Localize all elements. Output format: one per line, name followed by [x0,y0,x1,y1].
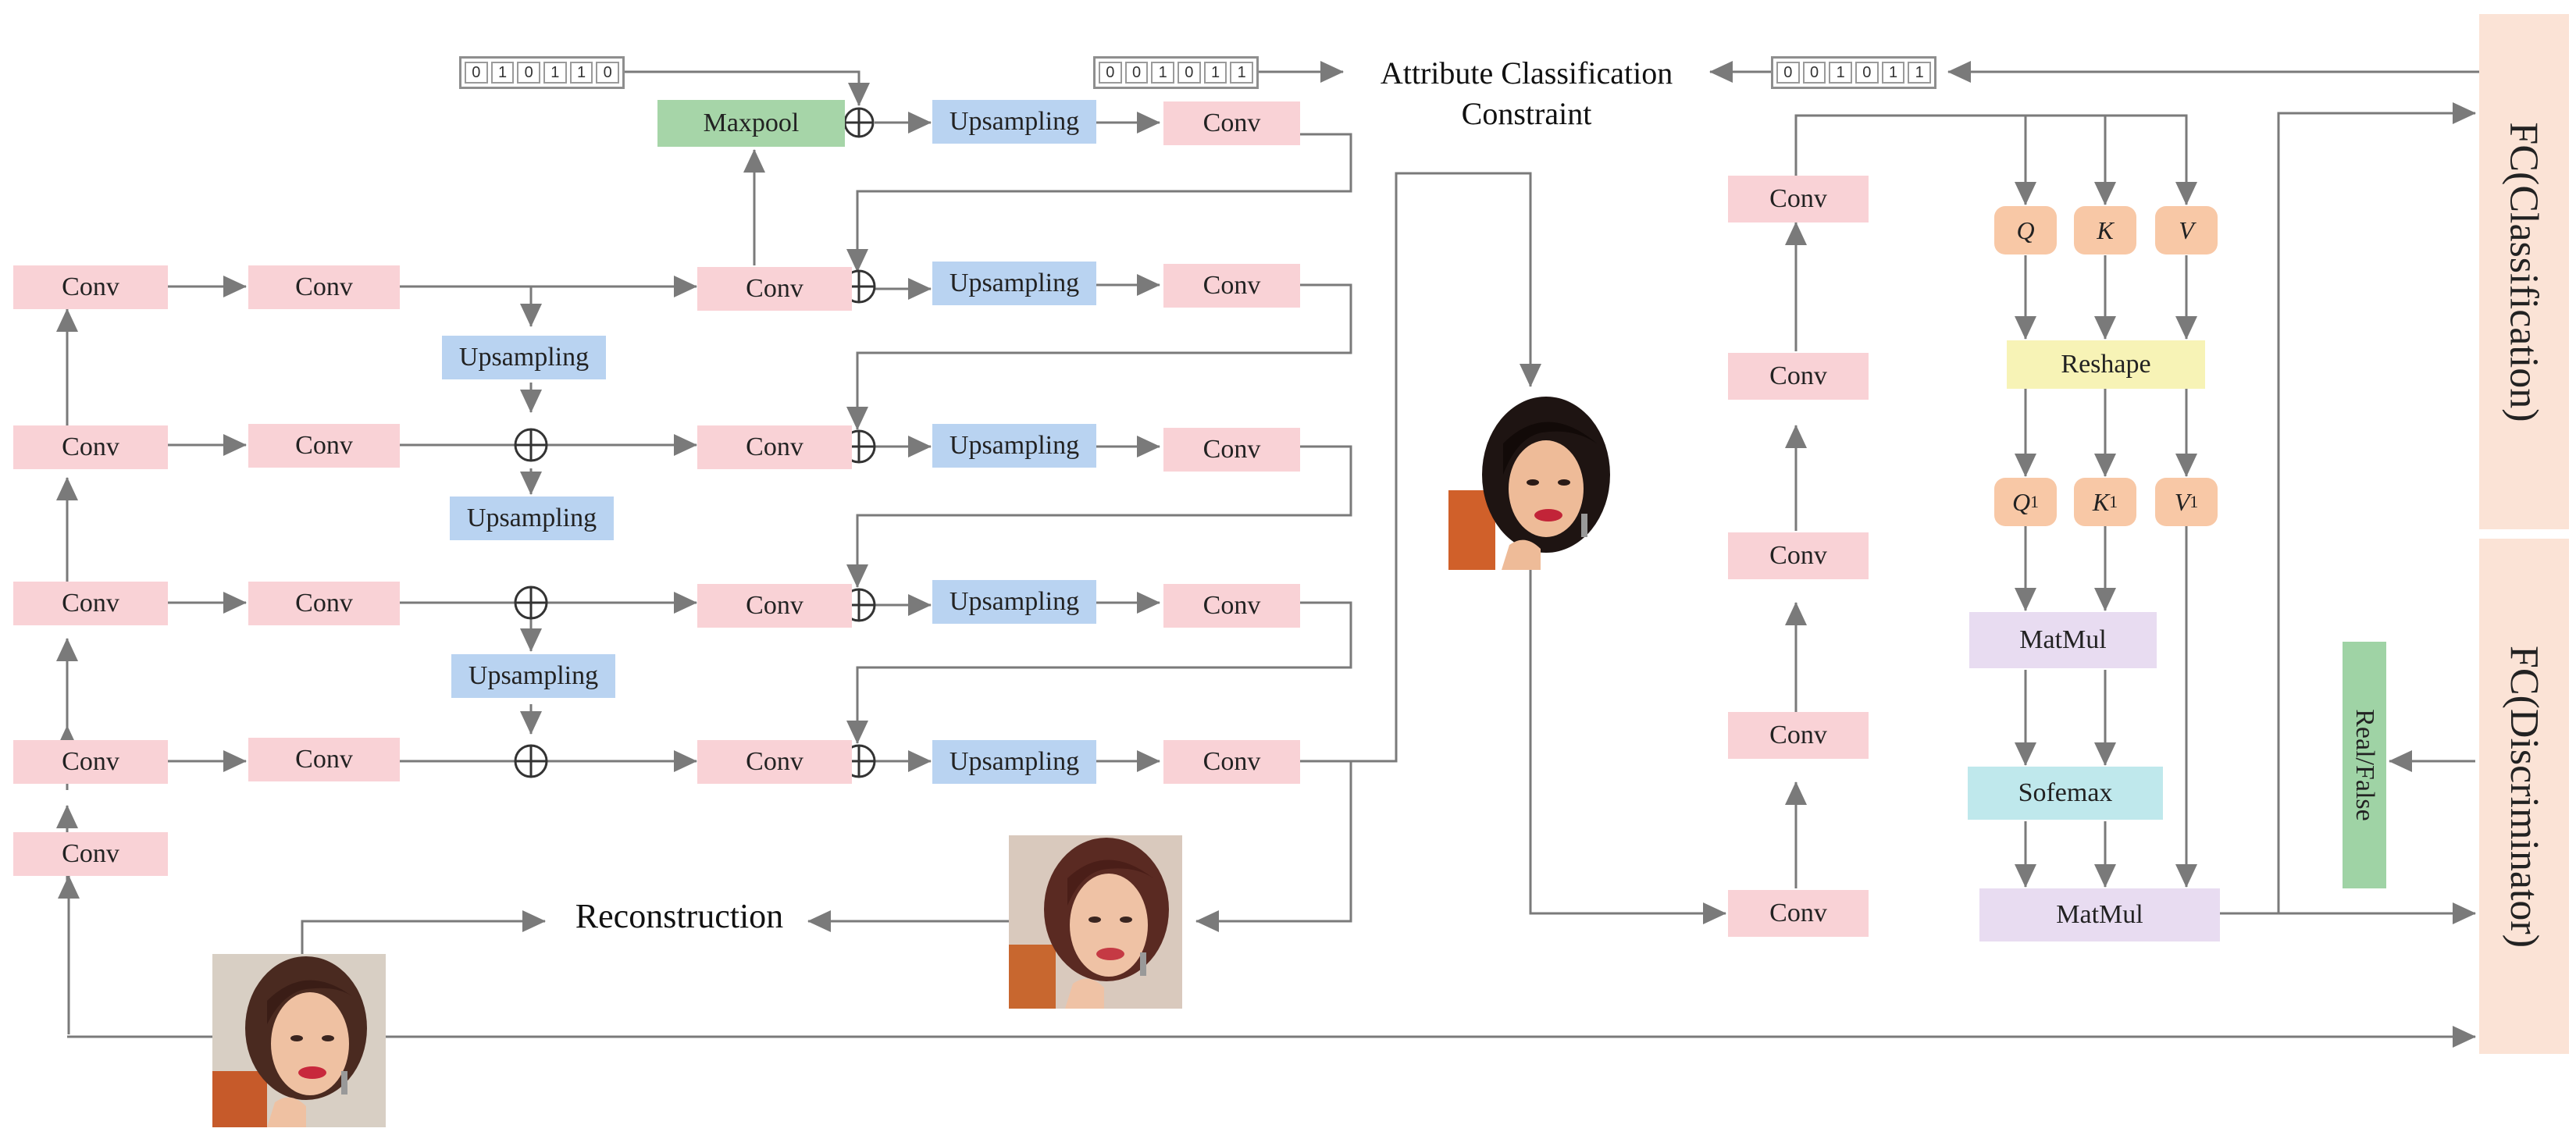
input-face-image [212,954,386,1127]
decoder-conv-4: Conv [1163,584,1300,628]
bit: 0 [465,62,488,84]
query-box: Q [1994,206,2057,254]
bit: 1 [543,62,567,84]
encoder-conv-4: Conv [13,740,168,784]
encoder-conv-5: Conv [13,832,168,876]
bit: 0 [517,62,541,84]
value1-letter: V [2174,487,2190,516]
reconstructed-face-image [1009,835,1182,1009]
disc-conv-3: Conv [1728,532,1869,579]
mid-conv-3: Conv [697,584,852,628]
disc-conv-5: Conv [1728,890,1869,937]
bit: 1 [1151,62,1175,84]
disc-conv-2: Conv [1728,353,1869,400]
skip-conv-2: Conv [248,424,400,468]
real-false-label: Real/False [2350,709,2379,821]
skip-conv-4: Conv [248,738,400,781]
attribute-constraint-line1: Attribute Classification [1380,55,1673,91]
bit: 1 [1230,62,1254,84]
maxpool-box: Maxpool [657,100,845,147]
encoder-conv-3: Conv [13,582,168,625]
key-box: K [2074,206,2136,254]
attribute-vector-right: 0 0 1 0 1 1 [1771,56,1936,89]
real-false-box: Real/False [2343,642,2386,888]
bit: 0 [1802,62,1826,84]
fc-classification-box: FC(Classification) [2479,14,2569,529]
query1-letter: Q [2011,487,2031,516]
mid-conv-2: Conv [697,425,852,469]
attribute-vector-middle: 0 0 1 0 1 1 [1093,56,1259,89]
fc-discriminator-label: FC(Discriminator) [2502,645,2546,948]
encoder-conv-2: Conv [13,425,168,469]
value-box: V [2155,206,2218,254]
bit: 1 [1203,62,1227,84]
skip-conv-3: Conv [248,582,400,625]
upsampling-right-1: Upsampling [932,100,1096,144]
decoder-conv-1: Conv [1163,101,1300,145]
key1-subscript: 1 [2109,492,2118,511]
attribute-vector-input: 0 1 0 1 1 0 [459,56,625,89]
mid-conv-4: Conv [697,740,852,784]
query1-subscript: 1 [2030,492,2040,511]
bit: 1 [1881,62,1905,84]
fc-discriminator-box: FC(Discriminator) [2479,539,2569,1054]
attribute-constraint-label: Attribute Classification Constraint [1355,53,1698,134]
softmax-box: Sofemax [1968,767,2163,820]
matmul-box-2: MatMul [1979,888,2220,941]
upsampling-right-5: Upsampling [932,740,1096,784]
skip-conv-1: Conv [248,265,400,309]
bit: 1 [1908,62,1932,84]
decoder-conv-3: Conv [1163,428,1300,472]
value1-subscript: 1 [2189,492,2199,511]
upsampling-left-3: Upsampling [451,654,615,698]
mid-conv-1: Conv [697,267,852,311]
bit: 0 [1776,62,1800,84]
decoder-conv-2: Conv [1163,264,1300,308]
bit: 1 [569,62,593,84]
disc-conv-4: Conv [1728,712,1869,759]
reshape-box: Reshape [2007,340,2205,389]
decoder-conv-5: Conv [1163,740,1300,784]
fc-classification-label: FC(Classification) [2502,121,2546,422]
upsampling-right-2: Upsampling [932,262,1096,305]
bit: 0 [1178,62,1201,84]
bit: 0 [1099,62,1122,84]
bit: 0 [1124,62,1149,84]
attribute-constraint-line2: Constraint [1461,96,1592,131]
encoder-conv-1: Conv [13,265,168,309]
upsampling-left-1: Upsampling [442,336,606,379]
generated-face-image [1448,397,1622,570]
bit: 1 [490,62,515,84]
key1-letter: K [2092,487,2110,516]
upsampling-left-2: Upsampling [450,497,614,540]
upsampling-right-3: Upsampling [932,424,1096,468]
matmul-box-1: MatMul [1969,612,2157,668]
disc-conv-1: Conv [1728,176,1869,222]
reconstruction-label: Reconstruction [575,897,784,935]
upsampling-right-4: Upsampling [932,580,1096,624]
bit: 1 [1829,62,1853,84]
bit: 0 [1855,62,1879,84]
bit: 0 [596,62,620,84]
